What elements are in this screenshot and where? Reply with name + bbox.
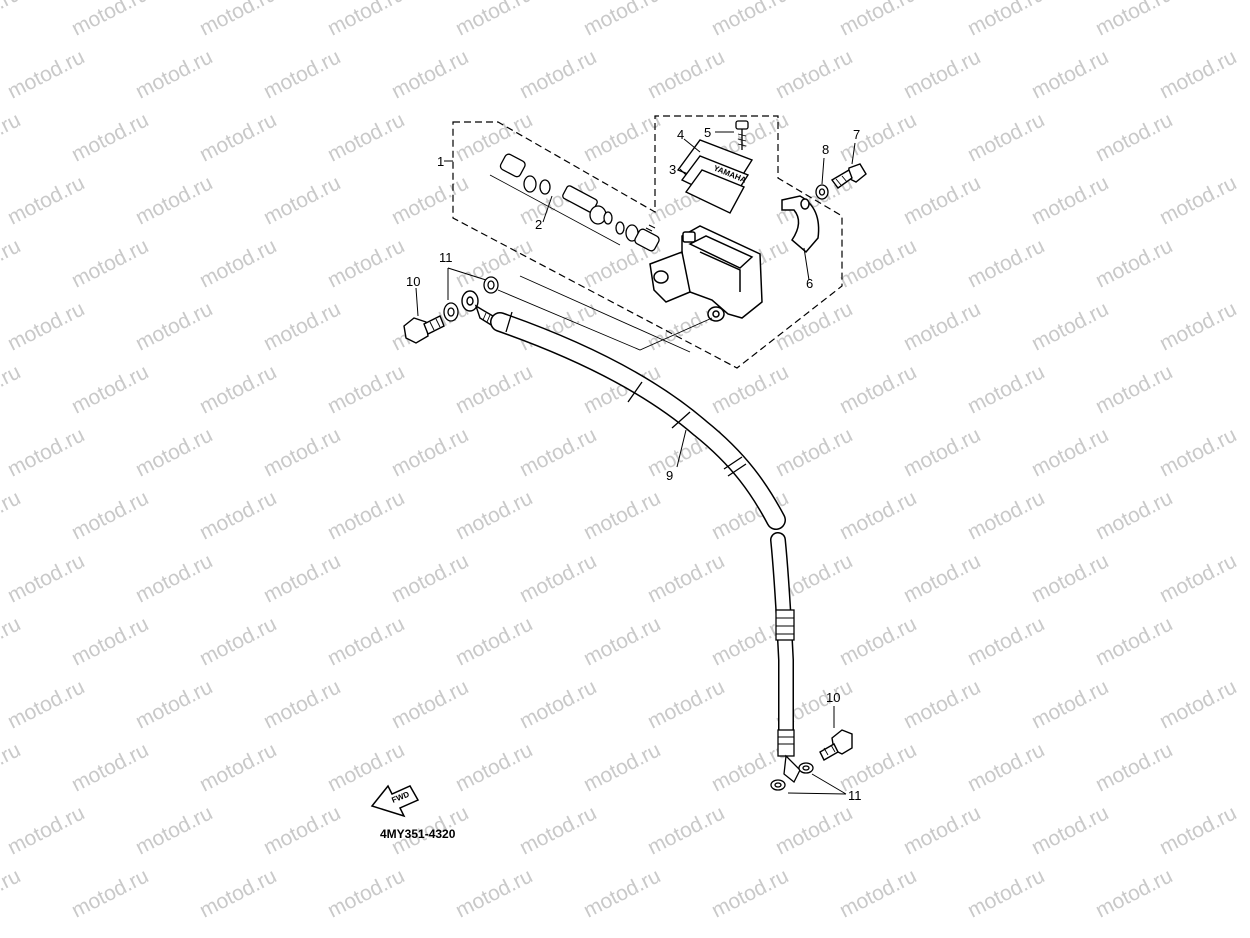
upper-banjo-bolt: [403, 315, 445, 344]
lower-fitting: [770, 754, 814, 791]
callout-9: 9: [666, 468, 673, 483]
handlebar-clamp: [781, 195, 820, 254]
callout-1: 1: [437, 154, 444, 169]
callout-3: 3: [669, 162, 676, 177]
reservoir-cap: YAMAHA: [676, 139, 754, 214]
piston-kit: [489, 153, 660, 252]
callout-2: 2: [535, 217, 542, 232]
callout-4: 4: [677, 127, 684, 142]
lower-banjo-bolt: [819, 729, 853, 761]
forward-arrow-icon: FWD: [370, 784, 420, 818]
clamp-washer: [815, 184, 829, 200]
clamp-bolt: [830, 163, 867, 189]
callout-10-upper: 10: [406, 274, 420, 289]
brake-hose-lower: [770, 532, 795, 757]
callout-11-lower: 11: [848, 788, 862, 803]
master-cylinder-body: [649, 225, 763, 322]
callout-6: 6: [806, 276, 813, 291]
callout-10-lower: 10: [826, 690, 840, 705]
assembly-dashed-outline: [452, 115, 843, 369]
callout-5: 5: [704, 125, 711, 140]
callout-7: 7: [853, 127, 860, 142]
callout-8: 8: [822, 142, 829, 157]
leader-lines: [415, 131, 856, 795]
brake-hose-upper: [490, 311, 786, 530]
callout-11-upper: 11: [439, 250, 453, 265]
diagram-code: 4MY351-4320: [380, 827, 456, 841]
cap-screw: [735, 120, 749, 150]
upper-washers: [443, 276, 499, 322]
